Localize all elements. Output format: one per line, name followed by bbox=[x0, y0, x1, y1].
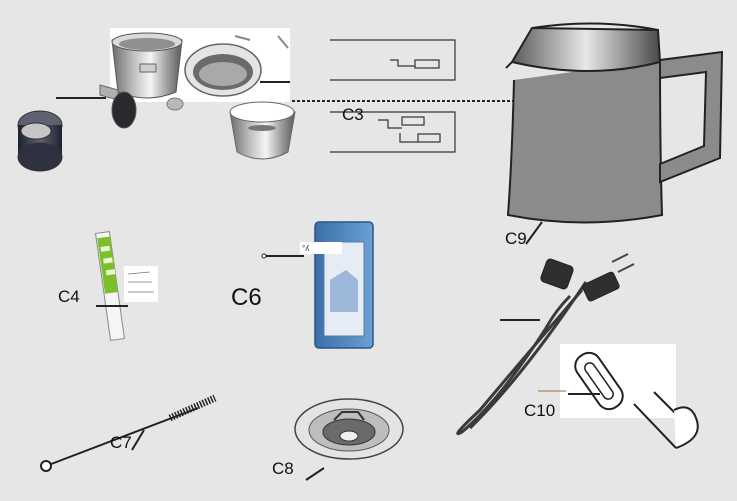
c3-bracket-diagram bbox=[330, 39, 456, 153]
label-c9: C9 bbox=[505, 229, 527, 248]
label-c3: C3 bbox=[342, 105, 364, 124]
water-filter-cartridge: °ʎ bbox=[261, 221, 374, 349]
portafilter-group bbox=[17, 28, 662, 172]
label-c8: C8 bbox=[272, 459, 294, 478]
label-c10: C10 bbox=[524, 401, 556, 420]
milk-pitcher bbox=[505, 22, 724, 245]
label-c7: C7 bbox=[110, 433, 132, 452]
cleaning-brush bbox=[40, 394, 217, 472]
test-strip bbox=[94, 230, 158, 342]
power-cord bbox=[456, 253, 635, 436]
svg-text:°ʎ: °ʎ bbox=[302, 244, 309, 253]
label-c6: C6 bbox=[231, 284, 262, 311]
descaling-key bbox=[538, 344, 699, 449]
label-c4: C4 bbox=[58, 287, 80, 306]
drip-disc bbox=[294, 398, 404, 481]
